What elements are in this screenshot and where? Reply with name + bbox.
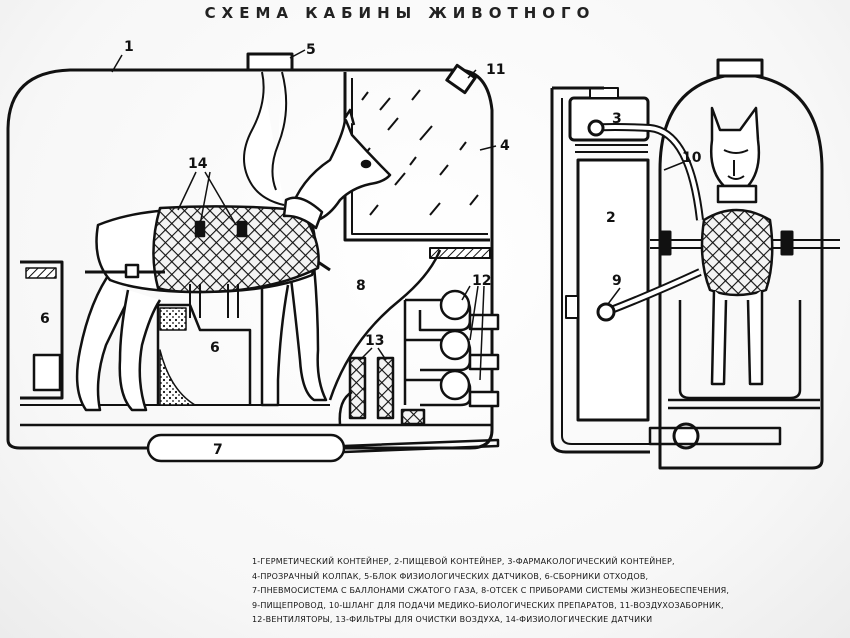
- label-1: 1: [124, 39, 134, 55]
- front-canopy: [658, 72, 824, 470]
- pneumatic-cylinder: [146, 433, 500, 463]
- dog-front: [700, 106, 774, 386]
- dog-vest: [152, 205, 320, 294]
- callout-labels: 1 5 11 4 14 8 12 6 6 13 7 3 10 2 9: [40, 39, 702, 458]
- legend: 1-ГЕРМЕТИЧЕСКИЙ КОНТЕЙНЕР, 2-ПИЩЕВОЙ КОН…: [252, 555, 842, 628]
- label-4: 4: [500, 138, 510, 154]
- life-support-compartment: [328, 249, 442, 401]
- label-7: 7: [213, 442, 223, 458]
- label-5: 5: [306, 42, 316, 58]
- right-cabin-view: [550, 58, 840, 470]
- food-container: [550, 88, 650, 454]
- left-cabin-view: [6, 49, 500, 463]
- legend-line: 12-ВЕНТИЛЯТОРЫ, 13-ФИЛЬТРЫ ДЛЯ ОЧИСТКИ В…: [252, 615, 653, 625]
- dog-front-vest: [700, 208, 774, 297]
- label-10: 10: [682, 150, 702, 166]
- hermetic-container-outline: [6, 68, 494, 450]
- diagram-title: СХЕМА КАБИНЫ ЖИВОТНОГО: [204, 4, 596, 22]
- label-11: 11: [486, 62, 505, 78]
- pharma-container: [568, 96, 650, 142]
- dog-side: [75, 71, 392, 412]
- label-12: 12: [472, 273, 491, 289]
- legend-line: 4-ПРОЗРАЧНЫЙ КОЛПАК, 5-БЛОК ФИЗИОЛОГИЧЕС…: [252, 571, 649, 581]
- label-2: 2: [606, 210, 616, 226]
- waste-collector-center: [156, 303, 252, 405]
- legend-line: 1-ГЕРМЕТИЧЕСКИЙ КОНТЕЙНЕР, 2-ПИЩЕВОЙ КОН…: [252, 557, 675, 566]
- waste-collector-left: [20, 260, 64, 400]
- label-6-left: 6: [40, 311, 50, 327]
- label-8: 8: [356, 278, 366, 294]
- legend-line: 9-ПИЩЕПРОВОД, 10-ШЛАНГ ДЛЯ ПОДАЧИ МЕДИКО…: [252, 600, 724, 610]
- fans: [403, 289, 500, 408]
- legend-line: 7-ПНЕВМОСИСТЕМА С БАЛЛОНАМИ СЖАТОГО ГАЗА…: [252, 586, 730, 596]
- label-14: 14: [188, 156, 208, 172]
- sensor-block: [246, 52, 294, 72]
- label-3: 3: [612, 111, 622, 127]
- label-13: 13: [365, 333, 384, 349]
- label-6-center: 6: [210, 340, 220, 356]
- air-intake: [445, 63, 477, 95]
- label-9: 9: [612, 273, 622, 289]
- air-filters: [338, 356, 426, 426]
